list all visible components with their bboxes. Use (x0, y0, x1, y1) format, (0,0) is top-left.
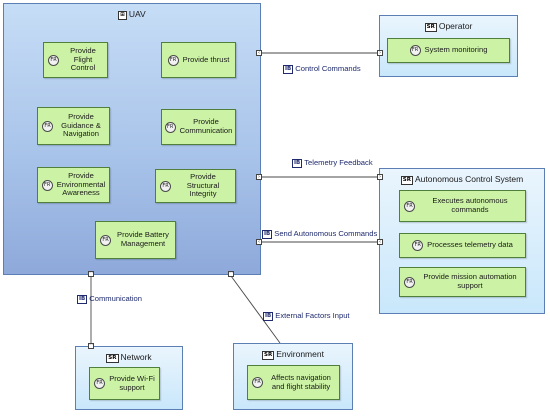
port-operator-control-commands[interactable]: › (377, 50, 383, 56)
port-uav-external-factors[interactable]: ^ (228, 271, 234, 277)
function-label: Provide Communication (179, 117, 233, 135)
function-icon: FR (164, 121, 176, 133)
function-affects-navigation-flight-stability[interactable]: FR Affects navigation and flight stabili… (247, 365, 340, 400)
function-label: Provide thrust (182, 54, 230, 64)
block-stereotype-icon: SR (424, 23, 437, 32)
function-provide-wifi-support[interactable]: FR Provide Wi-Fi support (89, 367, 160, 400)
autonomous-block-title: Autonomous Control System (415, 174, 524, 184)
port-autonomous-telemetry-feedback[interactable]: › (377, 174, 383, 180)
interface-block-icon: IB (263, 312, 274, 321)
interface-block-icon: IB (77, 295, 88, 304)
function-icon: FR (100, 234, 111, 246)
port-network-communication[interactable]: ^ (88, 343, 94, 349)
function-system-monitoring[interactable]: FR System monitoring (387, 38, 510, 63)
function-icon: FR (160, 180, 171, 192)
function-label: Provide mission automation support (423, 272, 517, 290)
function-label: Affects navigation and flight stability (271, 372, 331, 391)
function-provide-environmental-awareness[interactable]: FR Provide Environmental Awareness (37, 167, 110, 203)
interface-block-icon: IB (292, 159, 303, 168)
interface-block-icon: IB (283, 65, 294, 74)
function-icon: FR (409, 45, 421, 56)
connector-external-factors (230, 275, 281, 344)
port-autonomous-send-autonomous-commands[interactable]: ‹ (377, 239, 383, 245)
function-label: System monitoring (424, 45, 488, 55)
function-label: Provide Guidance & Navigation (61, 111, 101, 139)
function-provide-thrust[interactable]: FR Provide thrust (161, 42, 236, 78)
interface-block-icon: IB (262, 230, 273, 239)
function-icon: FR (41, 179, 53, 191)
port-uav-send-autonomous-commands[interactable]: ‹ (256, 239, 262, 245)
function-processes-telemetry-data[interactable]: FR Processes telemetry data (399, 233, 526, 258)
function-icon: FR (167, 54, 179, 66)
port-uav-control-commands[interactable]: ‹ (256, 50, 262, 56)
function-executes-autonomous-commands[interactable]: FR Executes autonomous commands (399, 190, 526, 222)
flow-label-text: Send Autonomous Commands (274, 229, 378, 238)
block-stereotype-icon: SR (106, 354, 119, 363)
function-label: Provide Battery Management (117, 230, 169, 248)
port-uav-telemetry-feedback[interactable]: › (256, 174, 262, 180)
port-uav-communication[interactable]: ^ (88, 271, 94, 277)
function-label: Provide Environmental Awareness (56, 170, 106, 198)
function-icon: FR (404, 200, 415, 212)
function-provide-battery-management[interactable]: FR Provide Battery Management (95, 221, 176, 259)
function-provide-guidance-navigation[interactable]: FR Provide Guidance & Navigation (37, 107, 110, 145)
environment-block-title: Environment (276, 349, 324, 359)
network-block-title: Network (120, 352, 152, 362)
block-stereotype-icon: SR (262, 351, 275, 360)
flow-label-text: Control Commands (295, 64, 361, 73)
block-stereotype-icon: SR (400, 176, 413, 185)
function-icon: FR (412, 240, 424, 251)
function-provide-flight-control[interactable]: FR Provide Flight Control (43, 42, 108, 78)
function-label: Provide Wi-Fi support (109, 373, 155, 392)
function-label: Processes telemetry data (427, 240, 513, 250)
flow-label-text: Communication (89, 294, 143, 303)
uav-block-header: ⊞UAV (4, 9, 260, 20)
function-icon: FR (94, 378, 105, 389)
function-icon: FR (252, 377, 263, 388)
function-icon: FR (404, 276, 415, 288)
operator-block-title: Operator (438, 21, 473, 31)
function-provide-structural-integrity[interactable]: FR Provide Structural Integrity (155, 169, 236, 203)
flow-label-text: Telemetry Feedback (304, 158, 373, 167)
function-label: Provide Flight Control (70, 45, 96, 73)
uav-block[interactable]: ⊞UAV FR Provide Flight Control FR Provid… (3, 3, 261, 275)
flow-label-text: External Factors Input (275, 311, 350, 320)
function-label: Executes autonomous commands (432, 196, 508, 214)
function-provide-communication[interactable]: FR Provide Communication (161, 109, 236, 145)
function-label: Provide Structural Integrity (186, 171, 220, 199)
block-stereotype-icon: ⊞ (118, 11, 127, 20)
function-icon: FR (42, 120, 53, 132)
uav-block-title: UAV (128, 9, 146, 19)
function-provide-mission-automation-support[interactable]: FR Provide mission automation support (399, 267, 526, 297)
function-icon: FR (48, 54, 59, 66)
